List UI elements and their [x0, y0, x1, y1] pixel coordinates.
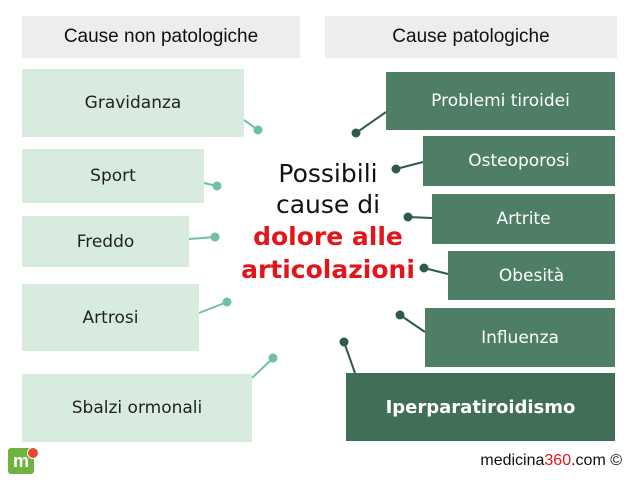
cause-box-influenza: Influenza: [425, 308, 615, 367]
connector-sbalzi: [251, 357, 274, 379]
header-non-pathological: Cause non patologiche: [22, 16, 300, 58]
connector-dot-gravidanza: [253, 125, 263, 135]
logo-letter: m: [12, 450, 29, 471]
cause-box-problemi-tiroidei: Problemi tiroidei: [386, 72, 615, 130]
connector-dot-influenza: [395, 310, 405, 320]
site-credit: medicina360.com ©: [480, 452, 622, 470]
header-pathological: Cause patologiche: [325, 16, 617, 58]
center-title: Possibili cause di dolore alle articolaz…: [222, 158, 434, 286]
connector-dot-freddo: [210, 232, 220, 242]
center-title-line4: articolazioni: [241, 255, 415, 284]
cause-box-gravidanza: Gravidanza: [22, 69, 244, 137]
credit-suffix: .com ©: [571, 452, 622, 469]
center-title-line3: dolore alle: [253, 222, 403, 251]
cause-box-obesita: Obesità: [448, 251, 615, 300]
connector-iperparatiroidismo: [343, 341, 356, 374]
connector-tiroidei: [355, 111, 387, 134]
credit-number: 360: [544, 452, 572, 469]
connector-dot-obesita: [419, 263, 429, 273]
connector-osteoporosi: [395, 161, 424, 170]
logo-dot-icon: [27, 447, 39, 459]
connector-dot-tiroidei: [351, 128, 361, 138]
connector-dot-sbalzi: [268, 353, 278, 363]
cause-box-freddo: Freddo: [22, 216, 189, 267]
center-title-line2: cause di: [275, 190, 381, 219]
connector-dot-iperparatiroidismo: [339, 337, 349, 347]
connector-dot-artrite: [403, 212, 413, 222]
center-title-line1: Possibili: [278, 159, 378, 188]
connector-influenza: [399, 314, 426, 333]
cause-box-sbalzi-ormonali: Sbalzi ormonali: [22, 374, 252, 442]
connector-dot-artrosi: [222, 297, 232, 307]
cause-box-iperparatiroidismo: Iperparatiroidismo: [346, 373, 615, 441]
connector-dot-osteoporosi: [391, 164, 401, 174]
cause-box-sport: Sport: [22, 149, 204, 203]
credit-prefix: medicina: [480, 452, 545, 469]
cause-box-artrite: Artrite: [432, 194, 615, 244]
connector-dot-sport: [212, 181, 222, 191]
cause-box-artrosi: Artrosi: [22, 284, 199, 351]
connector-artrosi: [198, 301, 228, 314]
cause-box-osteoporosi: Osteoporosi: [423, 136, 615, 186]
